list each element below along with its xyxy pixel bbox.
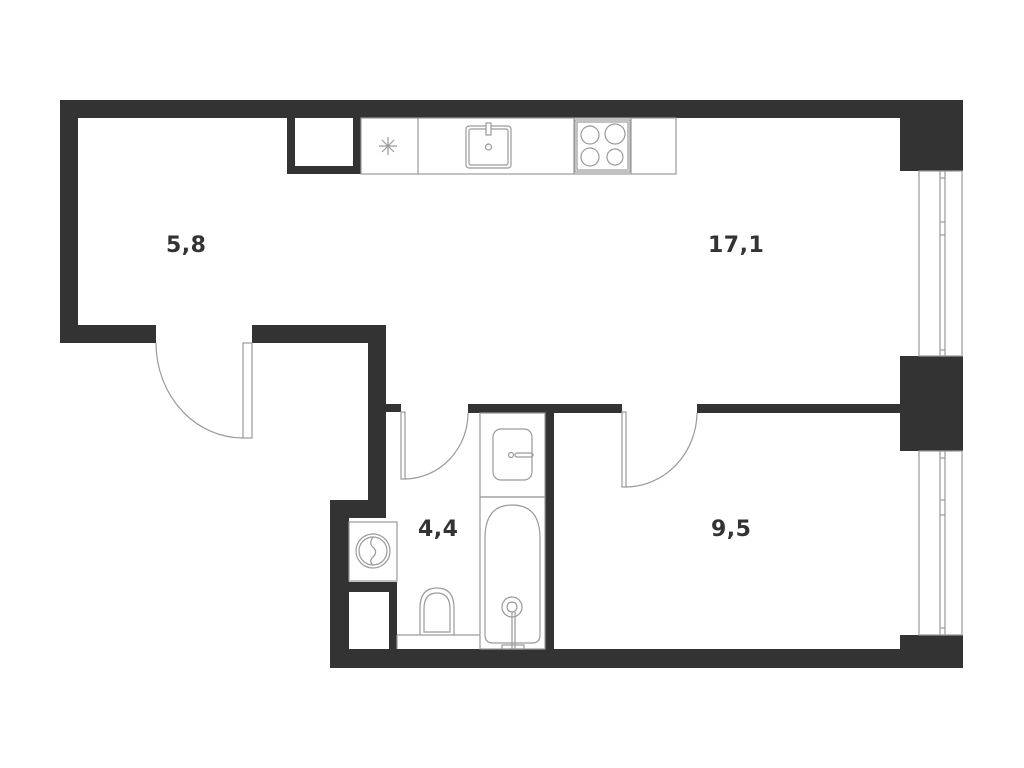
closet-interior xyxy=(295,118,353,166)
kitchen-counter xyxy=(360,117,677,175)
wall-closet-top xyxy=(349,582,394,592)
pillar-top-right xyxy=(900,100,963,171)
washbasin-icon xyxy=(479,412,546,498)
bedroom-door[interactable] xyxy=(621,411,698,488)
utility-closet xyxy=(349,592,389,649)
bathroom-door[interactable] xyxy=(400,411,469,480)
bathtub-icon xyxy=(479,496,546,650)
wall-hall-bottom-left xyxy=(60,325,156,343)
kitchen-sink-icon xyxy=(465,122,512,169)
wall-left xyxy=(60,100,78,343)
wall-entry-vertical xyxy=(368,325,386,515)
wall-top xyxy=(60,100,963,118)
wall-bath-bedroom xyxy=(545,404,554,650)
wall-closet-right xyxy=(389,582,397,650)
toilet-icon xyxy=(397,587,480,636)
washing-machine-icon xyxy=(348,521,398,582)
wall-bedroom-top xyxy=(697,404,907,413)
wall-bottom xyxy=(330,649,963,668)
hood-icon xyxy=(379,137,397,155)
window-upper xyxy=(918,170,963,357)
walls xyxy=(60,100,963,668)
window-lower xyxy=(918,450,963,636)
room-area-hallway: 5,8 xyxy=(166,233,207,258)
entrance-door[interactable] xyxy=(155,342,253,439)
room-area-bedroom: 9,5 xyxy=(711,517,752,542)
wall-bottom-left xyxy=(330,500,349,668)
room-area-bathroom: 4,4 xyxy=(418,517,459,542)
room-area-kitchen-living: 17,1 xyxy=(708,233,765,258)
wall-hall-bottom-right xyxy=(252,325,386,343)
pillar-bottom-right xyxy=(900,635,963,668)
pillar-mid-right xyxy=(900,356,963,451)
wall-bath-door-stub xyxy=(386,404,401,412)
cooktop-icon xyxy=(574,119,631,173)
